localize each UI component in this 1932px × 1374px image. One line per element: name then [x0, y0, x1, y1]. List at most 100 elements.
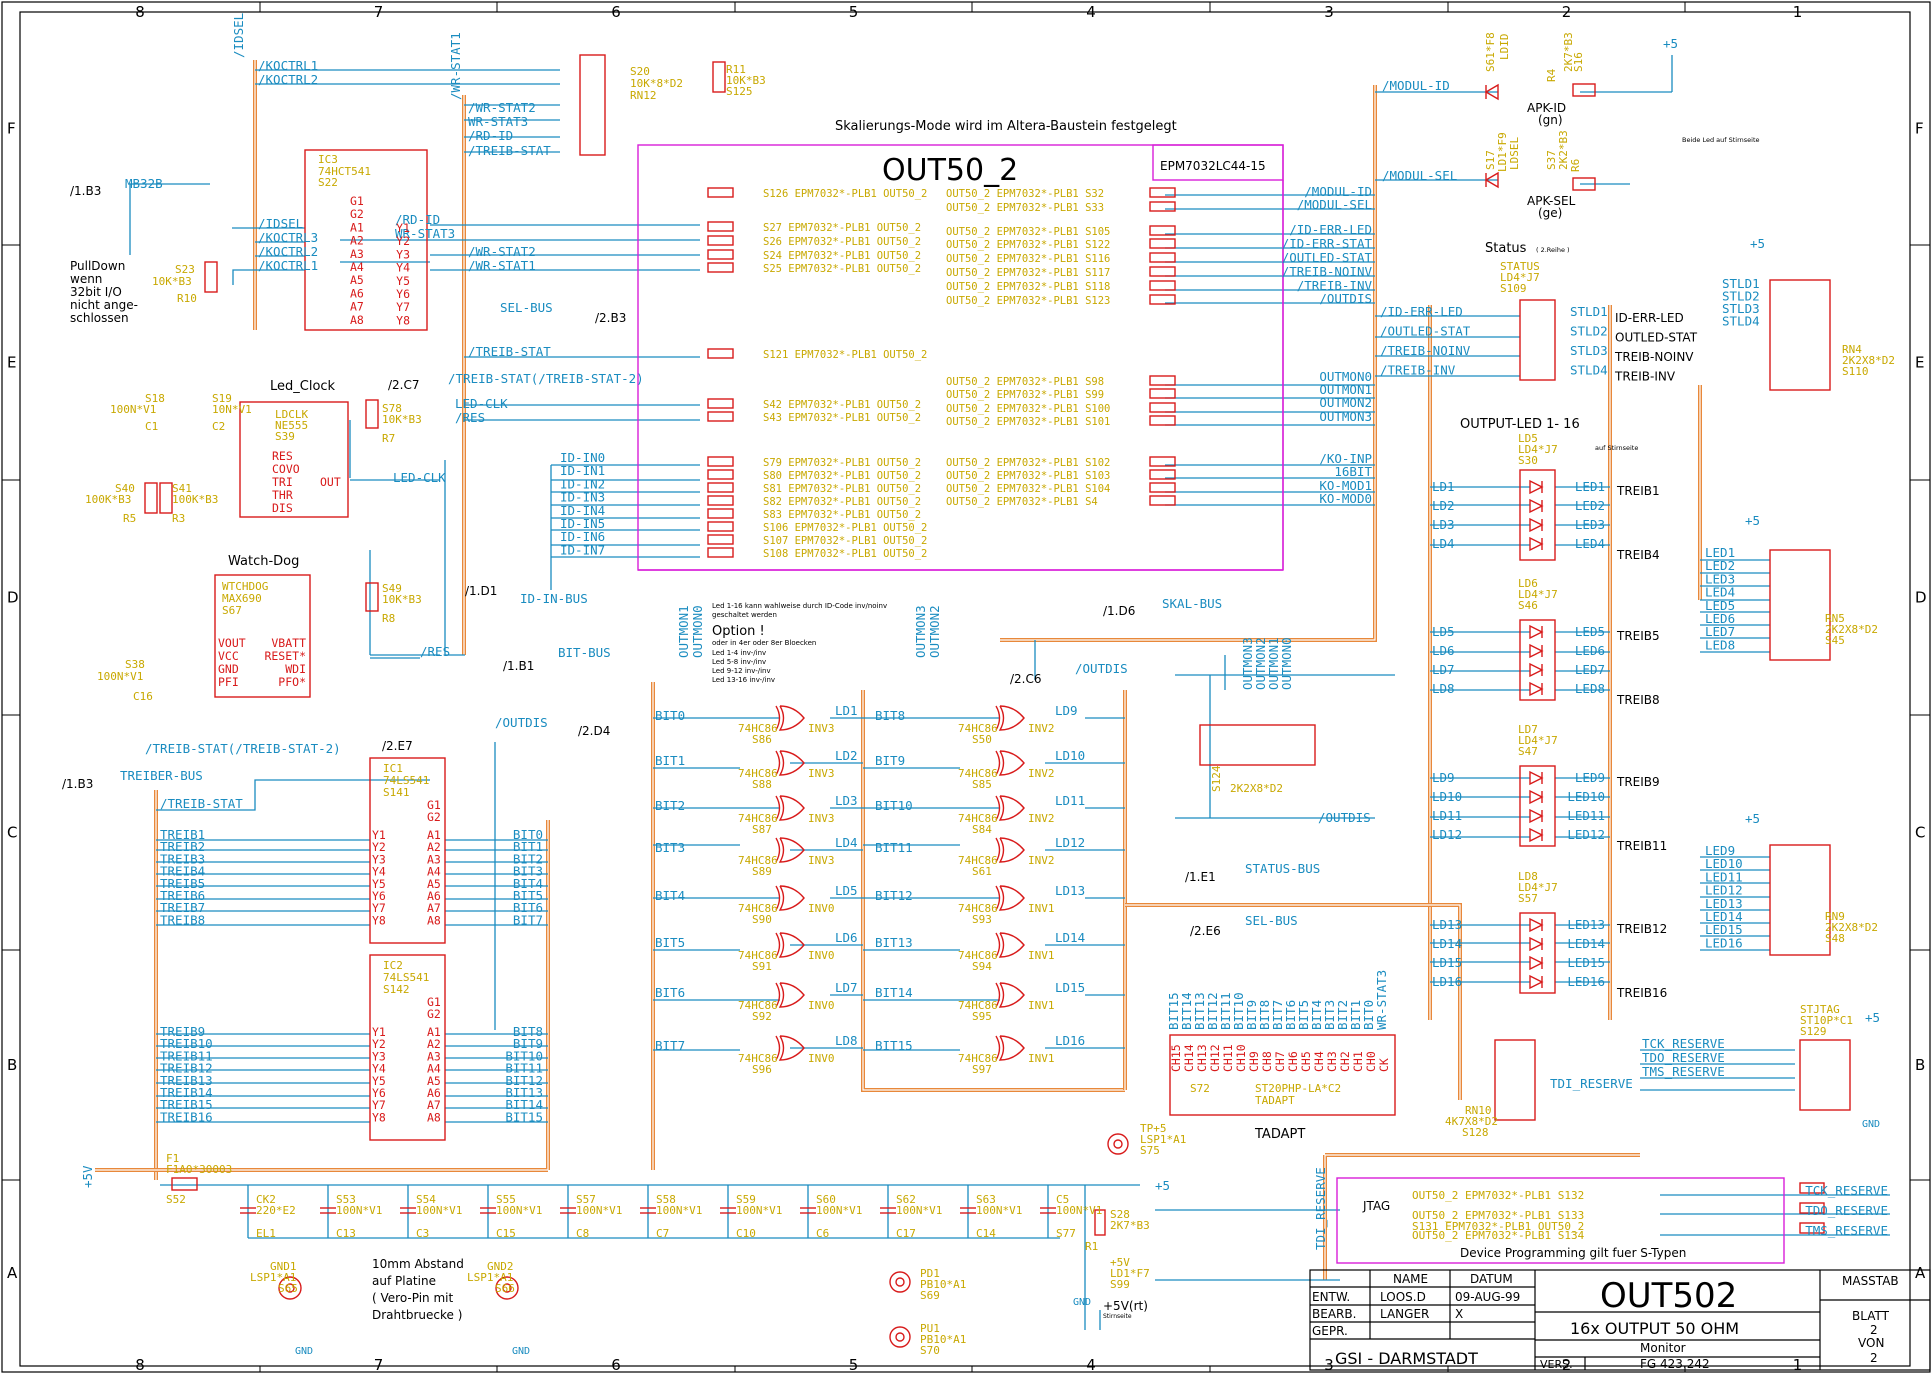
zone-bottom-2: 2 — [1562, 1356, 1572, 1374]
pin-box — [707, 508, 734, 519]
led-diode-icon — [1529, 808, 1544, 824]
max690-pin-right: VBATT — [271, 636, 306, 650]
cpld-left-line: S79 EPM7032*-PLB1 OUT50_2 — [763, 457, 921, 469]
gate-inv: INV1 — [1028, 902, 1055, 915]
c16-value: 100N*V1 — [97, 670, 143, 683]
pad-icon — [889, 1326, 911, 1348]
tadapt-label: TADAPT — [1254, 1127, 1305, 1142]
xor-gate-icon — [775, 932, 805, 958]
pin-box — [1149, 495, 1176, 506]
led-chip-type: LD4*J7 — [1518, 588, 1558, 601]
gates_a-bit: BIT1 — [655, 753, 685, 768]
outmon-vertical: OUTMON0 — [1279, 637, 1294, 690]
jtag-label: JTAG — [1362, 1199, 1390, 1213]
tadapt-bit: BIT0 — [1361, 1000, 1376, 1030]
ic1-type: 74LS541 — [383, 774, 429, 787]
r7-label: S78 — [382, 402, 402, 415]
jtag-out: TCK_RESERVE — [1805, 1183, 1888, 1198]
cpld-right-line: OUT50_2 EPM7032*-PLB1 S4 — [946, 496, 1098, 508]
stjtag-name: STJTAG — [1800, 1003, 1840, 1016]
koctrl2-label: /KOCTRL2 — [258, 72, 318, 87]
led-chip-name: LD6 — [1518, 577, 1538, 590]
ic2-apin: A4 — [427, 1062, 441, 1076]
modul-id-label: /MODUL-ID — [1382, 78, 1450, 93]
tck-reserve: TCK_RESERVE — [1642, 1036, 1725, 1051]
led-treib: TREIB1 — [1616, 484, 1660, 498]
status-rn-label: STLD3 — [1722, 301, 1760, 316]
zone-bottom-5: 5 — [849, 1356, 859, 1374]
ic2-bit: BIT15 — [505, 1109, 543, 1124]
outdis-left: /OUTDIS — [495, 715, 548, 730]
xor-gate-icon — [995, 795, 1025, 821]
tp-ref: S75 — [1140, 1144, 1160, 1157]
tadapt-ch: CH14 — [1182, 1044, 1196, 1072]
led-diode-icon — [1529, 662, 1544, 678]
ic1-apin: A3 — [427, 852, 441, 866]
tb-h-datum: DATUM — [1470, 1272, 1513, 1286]
jtag-note: Device Programming gilt fuer S-Typen — [1460, 1246, 1686, 1260]
ic2-ypin: Y1 — [372, 1025, 386, 1039]
jtag-out: TDO_RESERVE — [1805, 1203, 1888, 1218]
status-input: /TREIB-NOINV — [1380, 343, 1471, 358]
gate-ref: S85 — [972, 778, 992, 791]
gate-type: 74HC86 — [958, 812, 998, 825]
option-note: Led 9-12 inv-/inv — [712, 667, 771, 675]
ic3-pin-right: Y3 — [396, 247, 410, 261]
tadapt-bit: BIT5 — [1296, 1000, 1311, 1030]
stjtag-value: ST10P*C1 — [1800, 1014, 1853, 1027]
cpld-right-signal: /ID-ERR-LED — [1289, 222, 1372, 237]
xor-gate-icon — [995, 705, 1025, 731]
led-input: LD5 — [1432, 624, 1455, 639]
pin-box — [1149, 187, 1176, 198]
max690-pin-left: VOUT — [218, 636, 246, 650]
ic1-apin: A4 — [427, 865, 441, 879]
led-treib: TREIB4 — [1616, 548, 1660, 562]
ne555-pin: THR — [272, 488, 293, 502]
wr-stat3-label-2: WR-STAT3 — [395, 226, 455, 241]
ic1-ypin: Y7 — [372, 901, 386, 915]
zone-top-8: 8 — [135, 3, 145, 21]
pin-box — [1149, 266, 1176, 277]
zone-left-C: C — [7, 824, 17, 842]
rn9-led: LED9 — [1705, 843, 1735, 858]
r8-ref: R8 — [382, 612, 395, 625]
r4-ref: S16 — [1572, 52, 1585, 72]
cap-ref: C3 — [416, 1227, 429, 1240]
led-output: LED10 — [1567, 789, 1605, 804]
led-clock-ref: S39 — [275, 430, 295, 443]
led-diode-icon — [1529, 789, 1544, 805]
pin-box — [1149, 388, 1176, 399]
cpld-left-line: S83 EPM7032*-PLB1 OUT50_2 — [763, 509, 921, 521]
cpld-right-line: OUT50_2 EPM7032*-PLB1 S99 — [946, 389, 1104, 401]
pin-box — [1149, 402, 1176, 413]
rn9-led: LED16 — [1705, 935, 1743, 950]
option-note: Led 5-8 inv-/inv — [712, 658, 766, 666]
xor-gate-icon — [995, 932, 1025, 958]
ic3-pin-left: G1 — [350, 194, 364, 208]
pad-ref: S69 — [920, 1289, 940, 1302]
led-diode-icon — [1484, 171, 1499, 189]
tadapt-ch: CH0 — [1364, 1051, 1378, 1072]
cpld-right-signal: OUTMON1 — [1319, 382, 1372, 397]
jtag-box — [1336, 1177, 1785, 1264]
wr-stat1-vertical: /WR-STAT1 — [448, 32, 463, 100]
gates_a-ld: LD4 — [835, 835, 858, 850]
ic3-pin-right: Y5 — [396, 274, 410, 288]
zone-top-5: 5 — [849, 3, 859, 21]
rn9-led: LED15 — [1705, 922, 1743, 937]
text-layer: Skalierungs-Mode wird im Altera-Baustein… — [835, 119, 1266, 188]
gates_a-bit: BIT4 — [655, 888, 685, 903]
gnd-label: GND — [1073, 1297, 1091, 1308]
gates_a-ld: LD1 — [835, 703, 858, 718]
max690-pin-right: WDI — [285, 662, 306, 676]
led-treib: TREIB5 — [1616, 629, 1660, 643]
ic1-treib: TREIB7 — [160, 900, 205, 915]
led-chip-ref: S46 — [1518, 599, 1538, 612]
led-input: LD10 — [1432, 789, 1462, 804]
pad-value: PB10*A1 — [920, 1278, 966, 1291]
cap-ref: C15 — [496, 1227, 516, 1240]
pin-box — [1149, 201, 1176, 212]
treib-stat-ref: /2.C7 — [388, 378, 420, 392]
cpld-part: EPM7032LC44-15 — [1160, 159, 1266, 173]
